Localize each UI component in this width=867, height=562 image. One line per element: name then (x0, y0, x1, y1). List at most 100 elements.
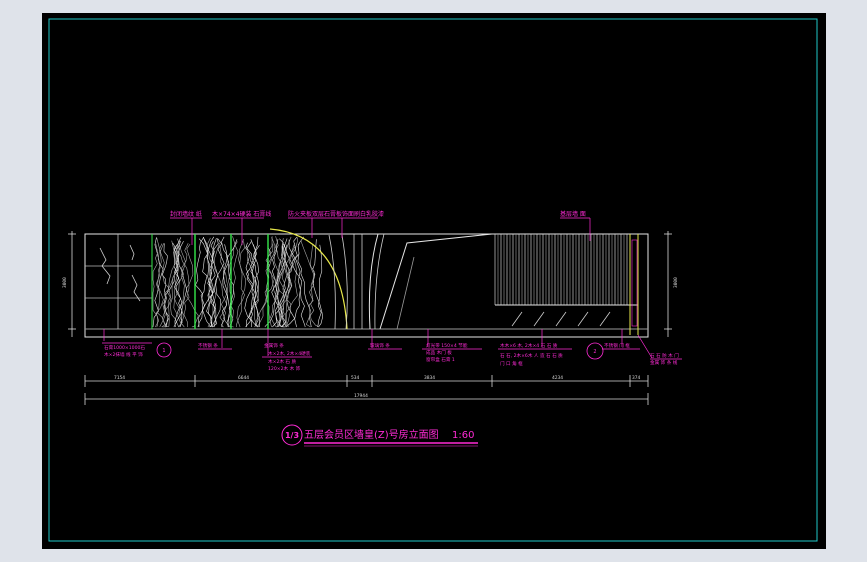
cabinet-doors (511, 311, 611, 327)
marble-vein (155, 243, 166, 328)
marble-vein (221, 244, 230, 328)
height-dimension-right: 3000 (664, 231, 679, 337)
marble-vein (230, 236, 239, 328)
marble-vein (285, 243, 300, 328)
curved-feature (269, 228, 385, 330)
marble-vein (177, 238, 186, 328)
marble-vein (246, 245, 260, 328)
grid-panel (85, 234, 153, 329)
drawing-frame (48, 18, 818, 542)
marble-vein (208, 238, 219, 328)
marble-vein (245, 245, 260, 328)
marble-vein (250, 236, 260, 328)
bottom-callouts: 石膏1000×1000石 木×2抹墙 线 平 饰 不锈钢 条 金属饰 条 木×2… (102, 329, 682, 372)
slat-panel (494, 234, 628, 305)
marble-vein (245, 242, 255, 328)
callout-bottom-13: 石 石, 2木×6木 人 造 石 石 质 (500, 352, 563, 359)
marble-vein (271, 237, 289, 328)
callout-bottom-14: 门 口 角 框 (500, 360, 523, 367)
title-text: 五层会员区墙皇(Z)号房立面图 (304, 428, 439, 441)
marble-vein (257, 239, 272, 328)
height-label-right: 3000 (673, 277, 679, 288)
marble-vein (206, 241, 216, 328)
dim-label-5: 4234 (552, 375, 563, 381)
marble-vein (174, 240, 184, 328)
marble-vein (312, 239, 323, 328)
marble-vein (164, 240, 181, 328)
marble-joints (151, 234, 269, 329)
marble-vein (248, 239, 260, 328)
callout-bottom-11: 窗帘盒 石膏 1 (426, 356, 455, 363)
marble-vein (276, 238, 291, 328)
callout-bottom-2: 木×2抹墙 线 平 饰 (104, 351, 143, 358)
callout-bottom-5: 木×2木, 2木×4硬装 (268, 350, 311, 357)
end-column (629, 234, 639, 335)
section-marker-1-label: 1 (162, 348, 165, 354)
callout-bottom-7: 120×2木 木 饰 (268, 365, 301, 372)
marble-vein (244, 243, 258, 328)
callout-bottom-4: 金属饰 条 (264, 342, 284, 349)
title-scale: 1:60 (452, 430, 474, 441)
marble-vein (275, 245, 287, 328)
dimension-labels: 7154 6644 534 3834 4234 374 17944 (114, 375, 641, 399)
marble-vein (172, 242, 183, 328)
wall-elevation (84, 228, 649, 338)
height-label-left: 3000 (62, 277, 68, 288)
marble-vein (169, 240, 180, 328)
callout-bottom-8: 玻璃饰 条 (370, 342, 390, 349)
dim-label-4: 3834 (424, 375, 435, 381)
dim-label-total: 17944 (354, 393, 368, 399)
callout-bottom-6: 木×2木 石 质 (268, 358, 296, 365)
section-marker-2-label: 2 (593, 349, 596, 355)
dim-label-2: 6644 (238, 375, 249, 381)
callout-bottom-1: 石膏1000×1000石 (104, 344, 145, 351)
section-marker-1 (156, 342, 172, 358)
callout-bottom-3: 不锈钢 条 (198, 342, 218, 349)
callout-bottom-16: 石 石 防 木 门 (650, 352, 679, 359)
marble-vein (300, 240, 320, 328)
dim-label-3: 534 (351, 375, 360, 381)
callout-bottom-10: 成品 木门 板 (426, 349, 452, 356)
marble-vein (273, 244, 287, 328)
marble-vein (226, 239, 238, 328)
marble-vein (197, 238, 208, 328)
callout-bottom-9: 灯光带 150×4 节能 (426, 342, 468, 349)
dimension-chain (84, 375, 649, 405)
marble-vein (236, 241, 245, 328)
marble-vein (283, 243, 303, 328)
marble-panel (152, 236, 323, 328)
dim-label-6: 374 (632, 375, 641, 381)
angled-panel (379, 233, 493, 330)
marble-vein (214, 242, 228, 328)
dim-label-1: 7154 (114, 375, 125, 381)
marble-vein (162, 245, 180, 328)
wall-outline (84, 233, 649, 338)
drawing-title: 1/3 五层会员区墙皇(Z)号房立面图 1:60 (281, 424, 478, 447)
callout-bottom-12: 木木×6 木, 2木×4 石 石 质 (500, 342, 558, 349)
callout-bottom-15: 不锈钢 门 框 (604, 342, 630, 349)
marble-vein (206, 237, 217, 328)
marble-vein (228, 241, 238, 328)
marble-vein (305, 243, 315, 328)
callout-top-1: 封闭墙纹 纸 (170, 210, 202, 218)
section-marker-2 (586, 342, 604, 360)
top-callouts: 封闭墙纹 纸 木×74×4硬装 石膏线 防火夹板双层石膏板饰面刷白乳胶漆 基层墙… (170, 210, 591, 245)
marble-vein (219, 245, 230, 328)
title-badge (281, 424, 303, 446)
callout-top-4: 基层墙 面 (560, 210, 586, 218)
marble-vein (221, 236, 231, 328)
marble-vein (173, 243, 189, 328)
marble-vein (203, 239, 218, 328)
callout-top-2: 木×74×4硬装 石膏线 (212, 210, 271, 218)
marble-vein (236, 238, 247, 328)
title-badge-label: 1/3 (285, 431, 299, 440)
marble-vein (288, 239, 306, 328)
height-dimension-left: 3000 (62, 231, 76, 337)
marble-vein (161, 243, 168, 328)
drawing-sheet: 3000 3000 封闭墙纹 纸 木×74×4硬装 石膏线 防火夹板双层石膏板饰… (42, 13, 826, 549)
elevation-drawing: 3000 3000 封闭墙纹 纸 木×74×4硬装 石膏线 防火夹板双层石膏板饰… (48, 18, 818, 542)
callout-bottom-17: 金属 饰 条 线 (650, 359, 678, 366)
marble-vein (317, 244, 323, 328)
callout-top-3: 防火夹板双层石膏板饰面刷白乳胶漆 (288, 210, 384, 218)
marble-vein (277, 242, 295, 327)
